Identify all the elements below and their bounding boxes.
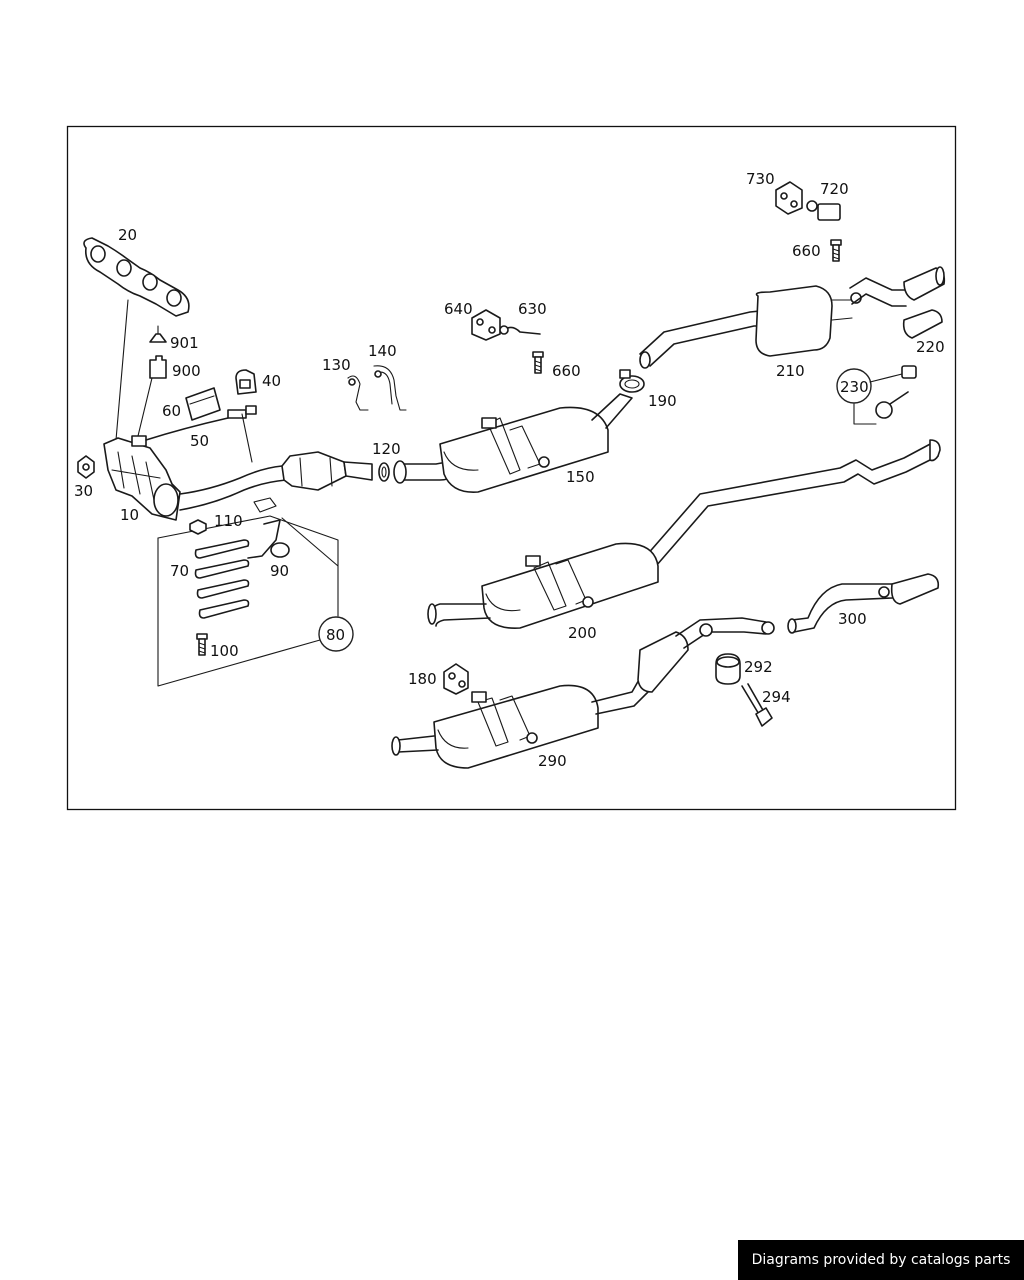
- part-640-rubber-mount[interactable]: [471, 309, 501, 341]
- part-630-hanger[interactable]: [499, 325, 541, 335]
- label-900: 900: [172, 362, 201, 380]
- part-rear-connector-pipe[interactable]: [639, 309, 771, 369]
- part-720-hanger-bracket[interactable]: [806, 200, 841, 221]
- part-120-gasket-ring[interactable]: [378, 462, 390, 482]
- label-50: 50: [190, 432, 209, 450]
- part-30-nut[interactable]: [77, 455, 95, 479]
- part-40-sensor-bracket[interactable]: [235, 369, 257, 395]
- label-20: 20: [118, 226, 137, 244]
- label-80: 80: [326, 626, 345, 644]
- label-640: 640: [444, 300, 473, 318]
- label-230: 230: [840, 378, 869, 396]
- label-210: 210: [776, 362, 805, 380]
- label-630: 630: [518, 300, 547, 318]
- credit-banner: Diagrams provided by catalogs parts: [738, 1240, 1024, 1280]
- diagram-frame: [66, 125, 957, 811]
- part-230-mounting-set[interactable]: [836, 365, 917, 425]
- label-150: 150: [566, 468, 595, 486]
- part-190-clamp[interactable]: [619, 369, 645, 393]
- label-901: 901: [170, 334, 199, 352]
- part-900-connector[interactable]: [137, 355, 167, 437]
- part-730-rubber-mount[interactable]: [775, 181, 803, 215]
- label-180: 180: [408, 670, 437, 688]
- label-300: 300: [838, 610, 867, 628]
- part-660-bolt-front[interactable]: [532, 351, 544, 374]
- label-730: 730: [746, 170, 775, 188]
- part-210-rear-muffler[interactable]: [755, 277, 909, 357]
- label-292: 292: [744, 658, 773, 676]
- label-120: 120: [372, 440, 401, 458]
- part-200-muffler-assembly[interactable]: [427, 439, 941, 629]
- part-292-sleeve[interactable]: [715, 653, 741, 685]
- label-130: 130: [322, 356, 351, 374]
- part-50-oxygen-sensor[interactable]: [131, 405, 257, 463]
- part-901-seal[interactable]: [149, 325, 167, 343]
- label-10: 10: [120, 506, 139, 524]
- part-60-heat-shield[interactable]: [185, 387, 221, 421]
- label-190: 190: [648, 392, 677, 410]
- label-110: 110: [214, 512, 243, 530]
- label-140: 140: [368, 342, 397, 360]
- label-40: 40: [262, 372, 281, 390]
- part-300-tailpipe[interactable]: [787, 573, 940, 634]
- label-60: 60: [162, 402, 181, 420]
- label-100: 100: [210, 642, 239, 660]
- part-150-front-muffler[interactable]: [439, 393, 633, 493]
- part-20-manifold-gasket[interactable]: [83, 237, 190, 441]
- part-290-muffler-assembly[interactable]: [391, 617, 775, 769]
- label-220: 220: [916, 338, 945, 356]
- part-140-bracket[interactable]: [373, 365, 407, 411]
- part-220-tailpipe-tip[interactable]: [902, 266, 946, 339]
- part-130-bracket[interactable]: [347, 375, 369, 411]
- part-660-bolt-rear[interactable]: [830, 239, 842, 262]
- label-30: 30: [74, 482, 93, 500]
- part-front-pipe-catalyst[interactable]: [281, 451, 373, 491]
- label-90: 90: [270, 562, 289, 580]
- label-660-rear: 660: [792, 242, 821, 260]
- part-80-mounting-kit[interactable]: [157, 497, 354, 687]
- part-294-bolt[interactable]: [741, 683, 773, 727]
- label-294: 294: [762, 688, 791, 706]
- label-70: 70: [170, 562, 189, 580]
- label-660-front: 660: [552, 362, 581, 380]
- label-290: 290: [538, 752, 567, 770]
- part-180-rubber-mount[interactable]: [443, 663, 469, 695]
- label-720: 720: [820, 180, 849, 198]
- label-200: 200: [568, 624, 597, 642]
